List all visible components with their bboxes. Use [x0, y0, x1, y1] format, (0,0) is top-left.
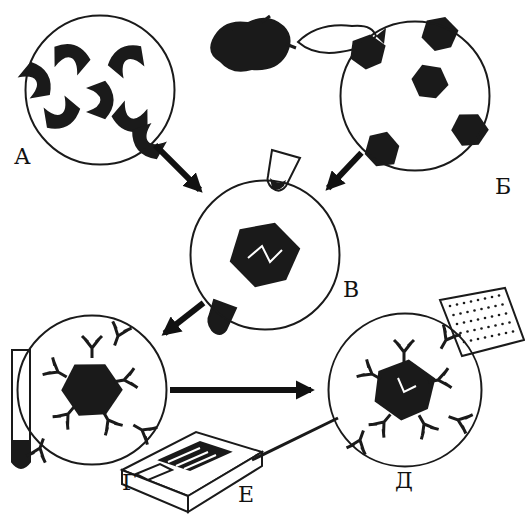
node-letter: А	[14, 146, 31, 168]
antibody-symbol	[394, 340, 414, 362]
part-letter: Е	[238, 484, 254, 506]
nucleus	[406, 58, 454, 106]
node-letter: Б	[495, 176, 511, 198]
node-letter: Г	[122, 472, 137, 494]
antibody-symbol	[369, 408, 398, 438]
antibody-symbol	[410, 410, 438, 439]
node-letter: В	[343, 279, 359, 301]
circle-outline	[339, 20, 491, 172]
antibody-symbol	[357, 359, 386, 387]
antibody-symbol	[128, 416, 157, 444]
circle-outline	[16, 314, 168, 466]
myeloma-circle: Б	[339, 20, 491, 172]
nucleus	[420, 14, 461, 55]
antibody-symbol	[94, 406, 122, 435]
nucleus	[37, 92, 84, 135]
culture-circle: Г	[16, 314, 168, 466]
antibody-symbol	[82, 336, 102, 358]
nucleus	[48, 39, 94, 78]
assay-circle: Д	[327, 312, 483, 468]
hybridoma-circle: В	[189, 179, 341, 331]
nucleus	[375, 360, 436, 421]
microplate	[440, 288, 524, 356]
nucleus	[359, 127, 404, 172]
antibody-symbol	[432, 325, 460, 354]
circle-outline	[327, 312, 483, 468]
nucleus	[226, 216, 304, 294]
flow-arrow	[165, 303, 204, 333]
antibody-symbol	[26, 435, 52, 463]
flow-arrow	[155, 145, 200, 190]
test-tube	[268, 150, 301, 191]
antibody-symbol	[53, 400, 82, 430]
mouse-figure	[210, 18, 290, 72]
nucleus	[104, 39, 151, 82]
circle-outline	[24, 14, 176, 166]
antibody-symbol	[112, 368, 137, 392]
lymphocyte-circle: А	[24, 14, 176, 166]
antibody-symbol	[426, 368, 451, 392]
node-letter: Д	[395, 470, 413, 492]
flow-arrow	[170, 387, 311, 393]
antibody-symbol	[43, 357, 72, 385]
flow-arrow	[328, 153, 361, 188]
link-line	[252, 418, 338, 460]
antibody-symbol	[445, 407, 473, 433]
nucleus	[86, 81, 114, 119]
circle-outline	[189, 179, 341, 331]
nucleus	[14, 58, 57, 105]
mouse-detail	[232, 16, 296, 48]
